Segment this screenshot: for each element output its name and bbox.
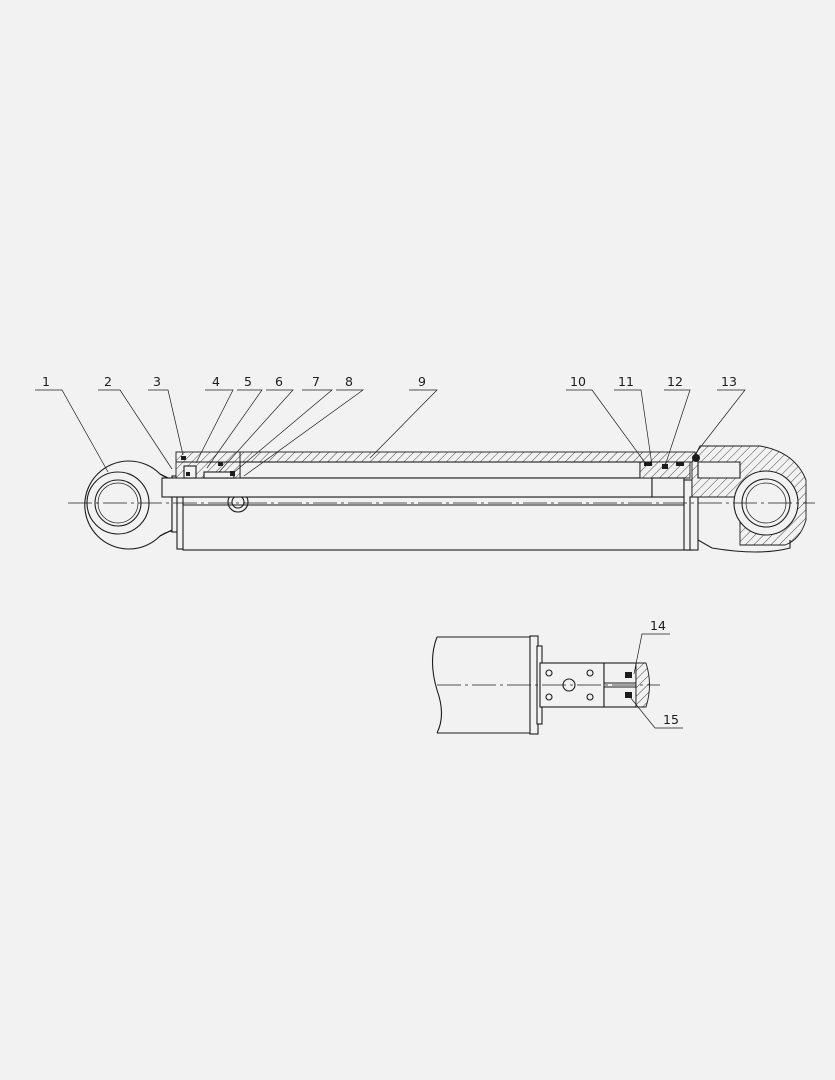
callout-2: 2 <box>104 374 112 389</box>
callout-7: 7 <box>312 374 320 389</box>
callout-1: 1 <box>42 374 50 389</box>
cylinder-main-view <box>68 445 815 553</box>
callout-15: 15 <box>663 712 679 727</box>
callout-9: 9 <box>418 374 426 389</box>
callout-3: 3 <box>153 374 161 389</box>
piston-rod <box>161 477 653 498</box>
cylinder-tube-bore <box>239 461 641 479</box>
cylinder-tube-wall <box>239 451 696 463</box>
leader-lines <box>35 389 746 729</box>
detail-view <box>431 635 660 735</box>
callout-6: 6 <box>275 374 283 389</box>
rod-eye-left <box>84 460 173 550</box>
callout-labels: 1 2 3 4 5 6 7 8 9 10 11 12 13 14 15 <box>42 374 737 727</box>
callout-8: 8 <box>345 374 353 389</box>
callout-4: 4 <box>212 374 220 389</box>
callout-14: 14 <box>650 618 666 633</box>
gland-section <box>175 451 241 479</box>
callout-13: 13 <box>721 374 737 389</box>
callout-5: 5 <box>244 374 252 389</box>
callout-10: 10 <box>570 374 586 389</box>
callout-12: 12 <box>667 374 683 389</box>
callout-11: 11 <box>618 374 634 389</box>
